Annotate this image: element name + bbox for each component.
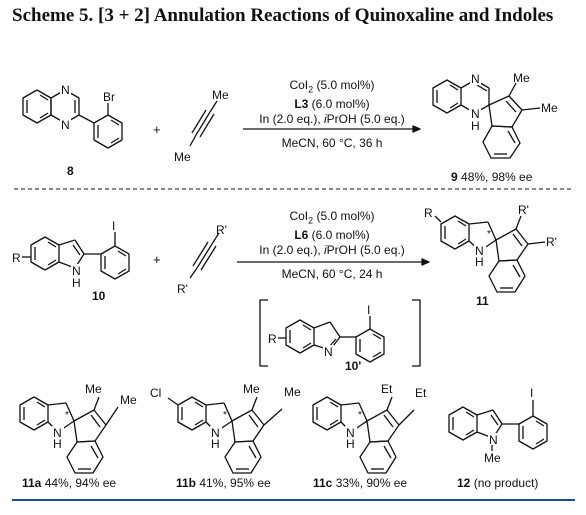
product-9-structure	[432, 79, 541, 159]
product-11a-n: N	[53, 426, 62, 440]
reaction-arrow-2	[237, 258, 430, 266]
product-11a-label: 11a 44%, 94% ee	[22, 476, 117, 490]
svg-text:Br: Br	[103, 90, 115, 104]
intermediate-10p-structure	[259, 299, 421, 367]
intermediate-r: R	[268, 332, 277, 346]
product-11b-me2: Me	[284, 385, 301, 399]
indole-10-iodo: I	[112, 219, 115, 233]
product-11b-label: 11b 41%, 95% ee	[176, 476, 271, 490]
compound-8-label: 8	[67, 164, 74, 178]
product-11c-et2: Et	[415, 386, 427, 400]
indole-10-n: N	[72, 264, 81, 278]
product-9-n2: N	[471, 107, 480, 121]
reaction-1-conditions-bottom: MeCN, 60 °C, 36 h	[281, 136, 383, 150]
intermediate-iodo: I	[367, 303, 370, 317]
r2-catalyst: CoI2 (5.0 mol%)	[289, 209, 375, 226]
product-11c-et1: Et	[381, 382, 393, 396]
product-11c-n: N	[346, 426, 355, 440]
compound-12-n: N	[489, 433, 498, 447]
indole-10-h: H	[72, 276, 81, 290]
reaction-2-conditions-top: CoI2 (5.0 mol%) L6 (6.0 mol%) In (2.0 eq…	[242, 209, 422, 258]
product-11b-me1: Me	[243, 382, 260, 396]
reaction-1-conditions-top: CoI2 (5.0 mol%) L3 (6.0 mol%) In (2.0 eq…	[242, 78, 422, 127]
r1-catalyst: CoI2 (5.0 mol%)	[289, 78, 375, 95]
butyne-me-top: Me	[212, 88, 229, 102]
product-11-rp2: R'	[546, 235, 557, 249]
product-11a-h: H	[53, 437, 62, 451]
dialkyne-r-top: R'	[216, 223, 227, 237]
product-9-me2: Me	[541, 101, 558, 115]
scheme-title: Scheme 5. [3 + 2] Annulation Reactions o…	[12, 4, 582, 28]
reaction-2-conditions-bottom: MeCN, 60 °C, 24 h	[281, 267, 383, 281]
dialkyne-structure	[189, 232, 220, 279]
product-11-r: R	[424, 206, 433, 220]
reaction-arrow-1	[243, 125, 421, 133]
product-11-n: N	[475, 244, 484, 258]
scheme-number: Scheme 5.	[12, 5, 94, 26]
product-11-structure	[434, 215, 546, 293]
product-11b-h: H	[211, 437, 220, 451]
product-11b-cl: Cl	[150, 386, 161, 400]
indole-10-structure	[22, 232, 130, 280]
butyne-me-bottom: Me	[174, 150, 191, 164]
svg-text:N: N	[61, 118, 70, 132]
svg-text:N: N	[61, 83, 70, 97]
compound-10-label: 10	[92, 289, 106, 303]
product-11c-label: 11c 33%, 90% ee	[313, 476, 408, 490]
r2-additives: In (2.0 eq.), iPrOH (5.0 eq.)	[259, 243, 405, 258]
product-11-rp1: R'	[518, 203, 529, 217]
product-11b-n: N	[211, 426, 220, 440]
compound-12-iodo: I	[530, 386, 533, 400]
product-11-label: 11	[476, 294, 489, 308]
svg-text:*: *	[358, 410, 362, 421]
product-11b-structure	[167, 396, 283, 474]
svg-text:*: *	[65, 410, 69, 421]
product-9-label: 9 48%, 98% ee	[451, 170, 533, 184]
butyne-structure	[189, 100, 218, 147]
compound-12-me: Me	[484, 451, 501, 465]
plus-sign-2: +	[153, 252, 161, 267]
r2-ligand: L6 (6.0 mol%)	[294, 228, 370, 243]
product-11c-structure	[312, 396, 415, 474]
r1-additives: In (2.0 eq.), iPrOH (5.0 eq.)	[259, 112, 405, 127]
product-9-n: N	[471, 72, 480, 86]
scheme-heading: [3 + 2] Annulation Reactions of Quinoxal…	[98, 5, 554, 26]
product-9-me1: Me	[513, 71, 530, 85]
intermediate-n: N	[324, 345, 333, 359]
intermediate-label: 10'	[345, 359, 361, 373]
svg-text:*: *	[223, 410, 227, 421]
product-11a-structure	[19, 396, 119, 474]
dialkyne-r-bottom: R'	[177, 282, 188, 296]
product-11c-h: H	[346, 437, 355, 451]
product-11-h: H	[475, 255, 484, 269]
quinoxaline-8-atoms: N N Br	[60, 83, 115, 132]
compound-12-label: 12 (no product)	[457, 476, 539, 490]
product-11-star: *	[487, 229, 491, 240]
product-9-h: H	[471, 119, 480, 133]
plus-sign-1: +	[153, 122, 161, 137]
product-11a-me2: Me	[120, 393, 137, 407]
indole-10-r: R	[12, 251, 21, 265]
product-11a-me1: Me	[85, 382, 102, 396]
r1-ligand: L3 (6.0 mol%)	[294, 97, 370, 112]
